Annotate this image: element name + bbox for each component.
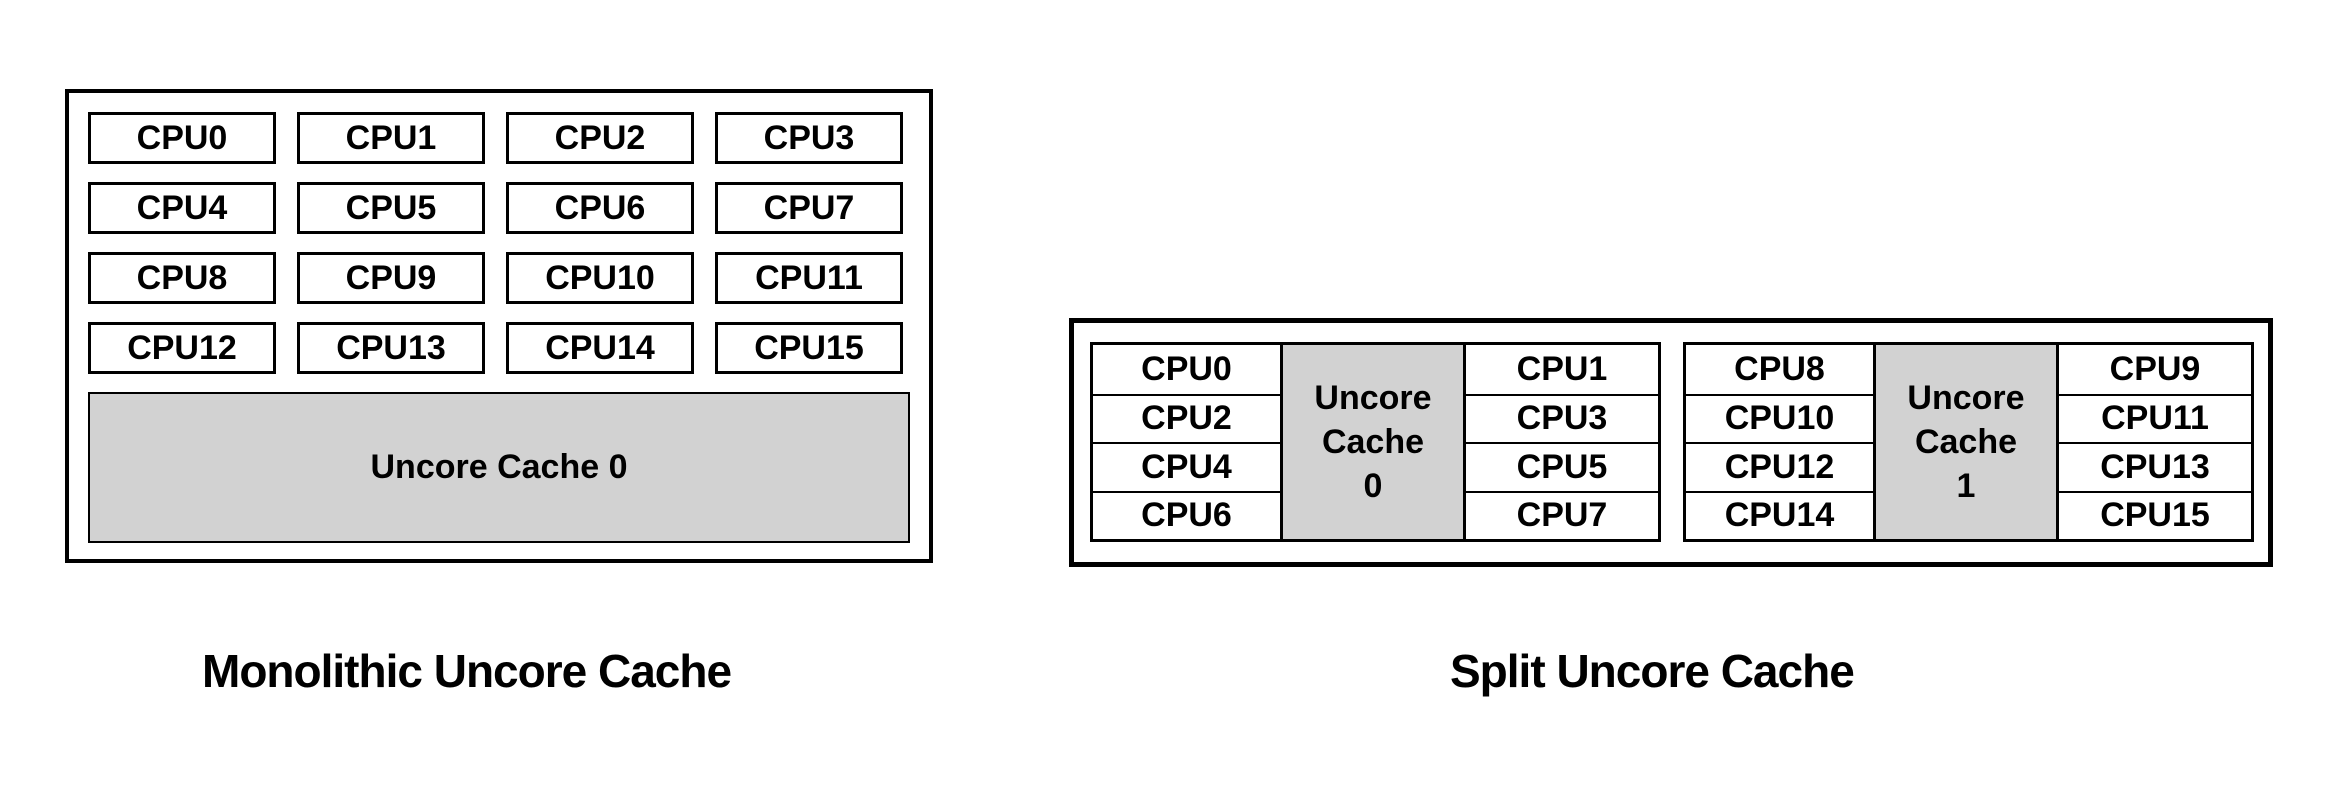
cpu-box: CPU6 [506, 182, 694, 234]
cpu-cell: CPU11 [2059, 393, 2251, 443]
cache-label-line: Cache [1321, 423, 1425, 461]
uncore-cache-0-box: Uncore Cache 0 [1280, 345, 1466, 539]
cpu-cell: CPU1 [1516, 349, 1608, 388]
cpu-cell: CPU10 [1686, 393, 1873, 443]
cpu-cell: CPU6 [1093, 490, 1280, 540]
cpu-cell: CPU2 [1093, 393, 1280, 443]
cpu-cell: CPU3 [1466, 393, 1658, 443]
cpu-box: CPU12 [88, 322, 276, 374]
cpu-cell: CPU14 [1686, 490, 1873, 540]
split-chip-outline: CPU0 CPU2 CPU4 CPU6 Uncore Cache 0 CPU1 … [1069, 318, 2273, 567]
split-cluster-1: CPU8 CPU10 CPU12 CPU14 Uncore Cache 1 CP… [1683, 342, 2254, 542]
cpu-cell: CPU7 [1466, 490, 1658, 540]
cpu-box: CPU2 [506, 112, 694, 164]
cpu-cell: CPU13 [2059, 442, 2251, 491]
cache-label-line: Uncore [1314, 379, 1432, 417]
cpu-box: CPU9 [297, 252, 485, 304]
cpu-box: CPU7 [715, 182, 903, 234]
monolithic-cpu-grid: CPU0 CPU1 CPU2 CPU3 CPU4 CPU5 CPU6 CPU7 … [88, 112, 910, 374]
cache-label-line: Uncore [1907, 379, 2025, 417]
cpu-box: CPU0 [88, 112, 276, 164]
cpu-box: CPU13 [297, 322, 485, 374]
cpu-cell: CPU8 [1734, 349, 1825, 388]
cpu-box: CPU14 [506, 322, 694, 374]
uncore-cache-1-box: Uncore Cache 1 [1873, 345, 2059, 539]
cpu-box: CPU5 [297, 182, 485, 234]
split-caption: Split Uncore Cache [1450, 645, 1855, 697]
cpu-box: CPU1 [297, 112, 485, 164]
monolithic-chip-outline: CPU0 CPU1 CPU2 CPU3 CPU4 CPU5 CPU6 CPU7 … [65, 89, 933, 563]
cpu-box: CPU15 [715, 322, 903, 374]
cpu-cell: CPU5 [1466, 442, 1658, 491]
monolithic-caption: Monolithic Uncore Cache [202, 645, 732, 697]
cpu-box: CPU3 [715, 112, 903, 164]
cache-label-line: Cache [1914, 423, 2018, 461]
split-cluster-0: CPU0 CPU2 CPU4 CPU6 Uncore Cache 0 CPU1 … [1090, 342, 1661, 542]
cpu-box: CPU8 [88, 252, 276, 304]
uncore-cache-0-box: Uncore Cache 0 [88, 392, 910, 543]
cpu-cell: CPU12 [1686, 442, 1873, 491]
cpu-cell: CPU0 [1141, 349, 1232, 388]
cache-label-line: 1 [1956, 467, 1976, 505]
cpu-cell: CPU4 [1093, 442, 1280, 491]
cpu-cell: CPU15 [2059, 490, 2251, 540]
cache-label-line: 0 [1363, 467, 1383, 505]
cpu-cell: CPU9 [2109, 349, 2201, 388]
cpu-box: CPU11 [715, 252, 903, 304]
cpu-box: CPU4 [88, 182, 276, 234]
cpu-box: CPU10 [506, 252, 694, 304]
